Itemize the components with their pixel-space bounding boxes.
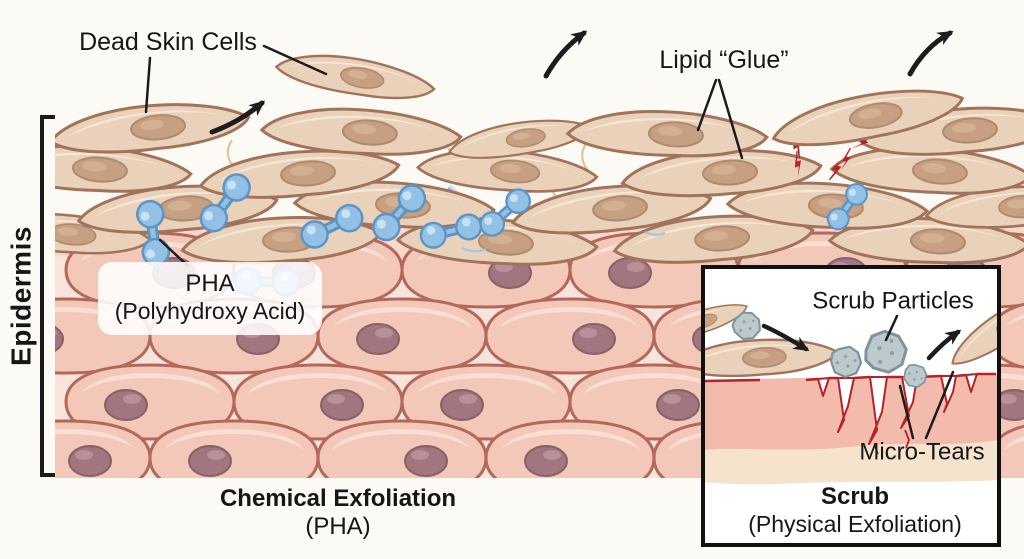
pha-label-box: PHA (Polyhydroxy Acid) bbox=[98, 262, 322, 336]
inset-surface-line bbox=[705, 372, 996, 383]
micro-tear-fissures bbox=[874, 429, 910, 455]
scrub-caption: Scrub (Physical Exfoliation) bbox=[748, 483, 961, 538]
epidermis-label: Epidermis bbox=[5, 226, 37, 366]
inset-leader-lines bbox=[884, 314, 955, 440]
micro-tear-cracks bbox=[817, 373, 978, 445]
exfoliation-arrows bbox=[209, 30, 954, 135]
inset-arrows bbox=[761, 323, 962, 361]
chemical-caption-subtitle: (PHA) bbox=[305, 512, 371, 540]
leader-lines bbox=[144, 44, 744, 268]
inset-border bbox=[701, 265, 1001, 547]
chemical-caption-title: Chemical Exfoliation bbox=[219, 485, 457, 512]
pha-full-name-label: (Polyhydroxy Acid) bbox=[114, 297, 306, 324]
epidermis-bracket bbox=[40, 115, 55, 477]
scrub-caption-title: Scrub bbox=[820, 483, 889, 510]
scrub-caption-subtitle: (Physical Exfoliation) bbox=[748, 510, 962, 537]
inset-deeper-layer bbox=[705, 440, 997, 485]
chemical-exfoliation-caption: Chemical Exfoliation (PHA) bbox=[220, 485, 456, 541]
inset-skin-surface bbox=[705, 374, 997, 450]
scrub-particles-label: Scrub Particles bbox=[812, 287, 974, 315]
pha-name-label: PHA bbox=[185, 270, 235, 297]
lipid-glue-label: Lipid “Glue” bbox=[659, 45, 789, 74]
dead-skin-cells-label: Dead Skin Cells bbox=[79, 27, 257, 56]
inset-box bbox=[701, 265, 1001, 547]
micro-tears-label: Micro-Tears bbox=[859, 438, 985, 466]
